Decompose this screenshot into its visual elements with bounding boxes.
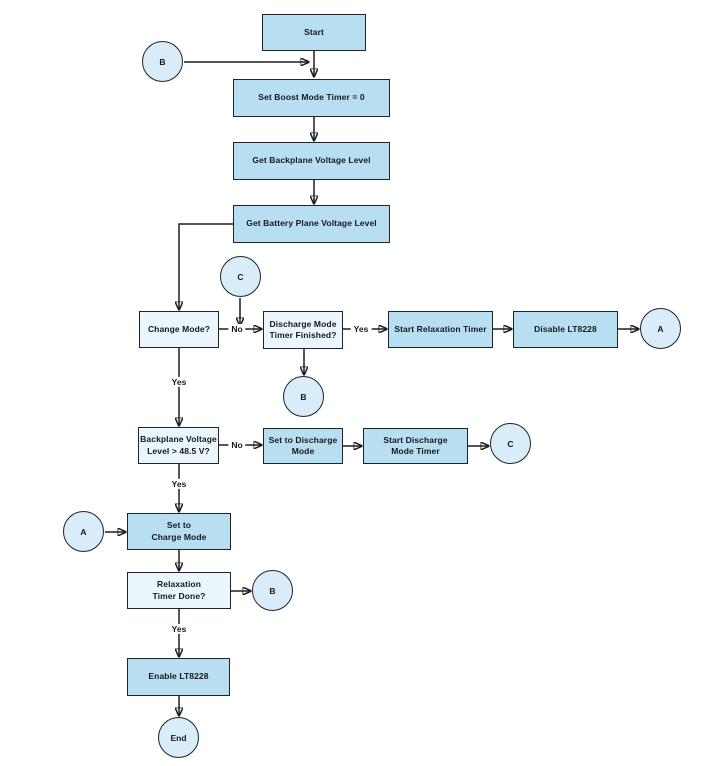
connector-c-mid: C xyxy=(220,256,261,297)
connector-c-right-label: C xyxy=(507,438,514,449)
connector-b-bottom: B xyxy=(252,570,293,611)
edge-label-change-mode-no: No xyxy=(228,323,246,335)
node-discharge-timer-finished-label: Discharge Mode Timer Finished? xyxy=(269,318,337,340)
node-enable-lt8228: Enable LT8228 xyxy=(127,658,230,696)
connector-b-top: B xyxy=(142,41,183,82)
node-disable-lt8228: Disable LT8228 xyxy=(513,311,618,348)
node-relaxation-timer-done-label: Relaxation Timer Done? xyxy=(152,579,206,601)
connector-a-left: A xyxy=(63,511,104,552)
node-set-discharge-mode-label: Set to Discharge Mode xyxy=(268,434,338,456)
connector-b-bottom-label: B xyxy=(269,585,276,596)
node-change-mode-label: Change Mode? xyxy=(147,323,211,334)
connector-b-mid: B xyxy=(283,376,324,417)
edge-label-discharge-finished-yes: Yes xyxy=(350,323,372,335)
node-start-relaxation-timer-label: Start Relaxation Timer xyxy=(394,323,487,334)
node-start-discharge-timer-label: Start Discharge Mode Timer xyxy=(383,434,448,456)
node-end-label: End xyxy=(170,732,187,743)
node-backplane-voltage: Backplane Voltage Level > 48.5 V? xyxy=(138,427,219,464)
connector-a-right: A xyxy=(640,308,681,349)
connector-a-left-label: A xyxy=(80,526,87,537)
node-start-relaxation-timer: Start Relaxation Timer xyxy=(388,311,493,348)
edge-label-backplane-yes: Yes xyxy=(168,478,190,490)
node-get-battery-label: Get Battery Plane Voltage Level xyxy=(246,218,377,229)
connector-b-mid-label: B xyxy=(300,391,307,402)
connector-c-right: C xyxy=(490,423,531,464)
connector-b-top-label: B xyxy=(159,56,166,67)
node-set-boost-timer: Set Boost Mode Timer = 0 xyxy=(233,79,390,117)
node-get-backplane: Get Backplane Voltage Level xyxy=(233,142,390,180)
node-enable-lt8228-label: Enable LT8228 xyxy=(148,671,209,682)
node-end: End xyxy=(158,717,199,758)
node-set-discharge-mode: Set to Discharge Mode xyxy=(263,428,343,464)
node-change-mode: Change Mode? xyxy=(139,311,219,348)
node-set-charge-mode: Set to Charge Mode xyxy=(127,513,231,550)
edge-label-change-mode-yes: Yes xyxy=(168,376,190,388)
node-relaxation-timer-done: Relaxation Timer Done? xyxy=(127,572,231,609)
node-disable-lt8228-label: Disable LT8228 xyxy=(534,323,597,334)
edge-label-backplane-no: No xyxy=(228,439,246,451)
connector-c-mid-label: C xyxy=(237,271,244,282)
node-discharge-timer-finished: Discharge Mode Timer Finished? xyxy=(263,311,343,349)
node-start-label: Start xyxy=(304,26,324,37)
node-get-battery: Get Battery Plane Voltage Level xyxy=(233,205,390,243)
node-start-discharge-timer: Start Discharge Mode Timer xyxy=(363,428,468,464)
node-start: Start xyxy=(262,14,366,51)
node-set-charge-mode-label: Set to Charge Mode xyxy=(151,520,207,542)
connector-a-right-label: A xyxy=(657,323,664,334)
edge-label-relaxation-done-yes: Yes xyxy=(168,623,190,635)
node-backplane-voltage-label: Backplane Voltage Level > 48.5 V? xyxy=(140,434,217,456)
node-get-backplane-label: Get Backplane Voltage Level xyxy=(252,155,371,166)
node-set-boost-timer-label: Set Boost Mode Timer = 0 xyxy=(258,92,365,103)
